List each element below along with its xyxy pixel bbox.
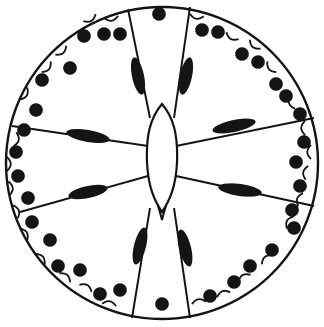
peripheral-dot bbox=[113, 283, 127, 297]
peripheral-dot bbox=[29, 103, 43, 117]
peripheral-dot bbox=[195, 23, 209, 37]
peripheral-dot bbox=[17, 123, 31, 137]
peripheral-dot bbox=[293, 179, 307, 193]
curve-mark bbox=[301, 121, 305, 135]
peripheral-dot bbox=[235, 47, 249, 61]
peripheral-dot bbox=[73, 263, 87, 277]
peripheral-dot bbox=[251, 55, 265, 69]
peripheral-dot bbox=[285, 203, 299, 217]
central-spindle-body bbox=[147, 104, 177, 212]
curve-mark bbox=[7, 157, 11, 171]
peripheral-dot bbox=[152, 7, 166, 21]
peripheral-dot bbox=[21, 191, 35, 205]
peripheral-dot bbox=[287, 221, 301, 235]
peripheral-dot bbox=[63, 61, 77, 75]
peripheral-dot bbox=[155, 297, 169, 311]
curve-mark bbox=[191, 298, 205, 304]
peripheral-dot bbox=[297, 135, 311, 149]
peripheral-dot bbox=[265, 243, 279, 257]
peripheral-dot bbox=[113, 27, 127, 41]
curve-mark bbox=[264, 61, 276, 74]
peripheral-dot bbox=[25, 215, 39, 229]
curve-mark bbox=[216, 289, 230, 297]
curve-mark bbox=[302, 165, 308, 179]
inner-blob bbox=[67, 182, 109, 202]
curve-mark bbox=[225, 32, 239, 42]
curve-mark bbox=[189, 14, 203, 20]
peripheral-dot bbox=[43, 233, 57, 247]
peripheral-dot bbox=[289, 155, 303, 169]
inner-blob bbox=[217, 181, 262, 199]
peripheral-dot bbox=[279, 89, 293, 103]
peripheral-dot bbox=[35, 73, 49, 87]
peripheral-dot bbox=[243, 259, 257, 273]
curve-mark bbox=[79, 282, 93, 292]
peripheral-dot bbox=[269, 77, 283, 91]
peripheral-dot bbox=[203, 289, 217, 303]
curve-mark bbox=[59, 270, 72, 282]
peripheral-dot bbox=[9, 145, 23, 159]
peripheral-dot bbox=[293, 107, 307, 121]
peripheral-dot bbox=[227, 275, 241, 289]
curve-mark bbox=[102, 300, 116, 306]
inner-blob bbox=[65, 126, 110, 145]
peripheral-dot bbox=[93, 287, 107, 301]
peripheral-dot bbox=[211, 25, 225, 39]
inner-blob bbox=[130, 226, 151, 266]
peripheral-dot bbox=[51, 259, 65, 273]
peripheral-dot bbox=[11, 169, 25, 183]
peripheral-dot bbox=[97, 27, 111, 41]
